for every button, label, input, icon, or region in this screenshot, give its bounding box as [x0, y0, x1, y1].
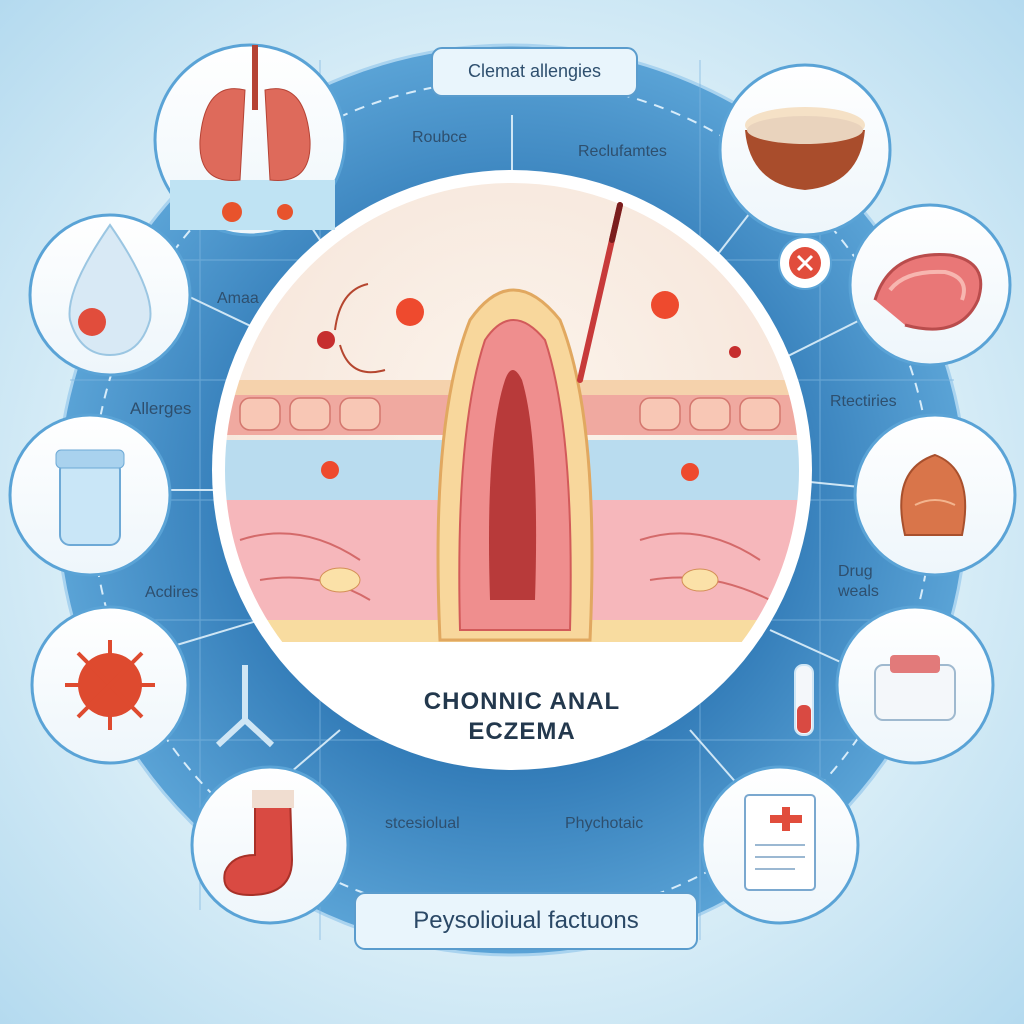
- label-amaa: Amaa: [217, 290, 259, 307]
- label-stcesiolual: stcesiolual: [385, 815, 460, 832]
- label-phychotaic: Phychotaic: [565, 815, 644, 832]
- scalpel-icon: [577, 202, 623, 383]
- label-reclufamtes: Reclufamtes: [578, 143, 667, 160]
- y-connector-icon: [215, 665, 275, 748]
- label-weals: weals: [838, 583, 879, 600]
- test-tube-icon: [794, 664, 814, 736]
- label-rtectiries: Rtectiries: [830, 393, 897, 410]
- label-allerges: Allerges: [130, 399, 192, 418]
- sock-icon: [190, 765, 350, 925]
- top-box-frame: [431, 47, 638, 97]
- droplet-icon: [28, 213, 192, 377]
- intestine-icon: [848, 203, 1012, 367]
- bottom-box-label: Peysolioiual factuons: [413, 907, 639, 934]
- diagram-title-line2: ECZEMA: [468, 718, 576, 745]
- bottom-box-frame: [354, 892, 698, 950]
- label-roubce: Roubce: [412, 129, 468, 146]
- small-badge-icon: [778, 236, 832, 290]
- cream-jar-icon: [8, 413, 172, 577]
- tissue-icon: [853, 413, 1017, 577]
- diagram-title-line1: CHONNIC ANAL: [423, 688, 621, 715]
- top-box-label: Clemat allengies: [467, 61, 602, 81]
- pad-icon: [835, 605, 995, 765]
- label-drug: Drug: [838, 563, 873, 580]
- bowl-icon: [718, 63, 892, 237]
- lungs-icon: [153, 43, 347, 237]
- label-acdires: Acdires: [145, 584, 199, 601]
- virus-icon: [30, 605, 190, 765]
- medical-document-icon: [700, 765, 860, 925]
